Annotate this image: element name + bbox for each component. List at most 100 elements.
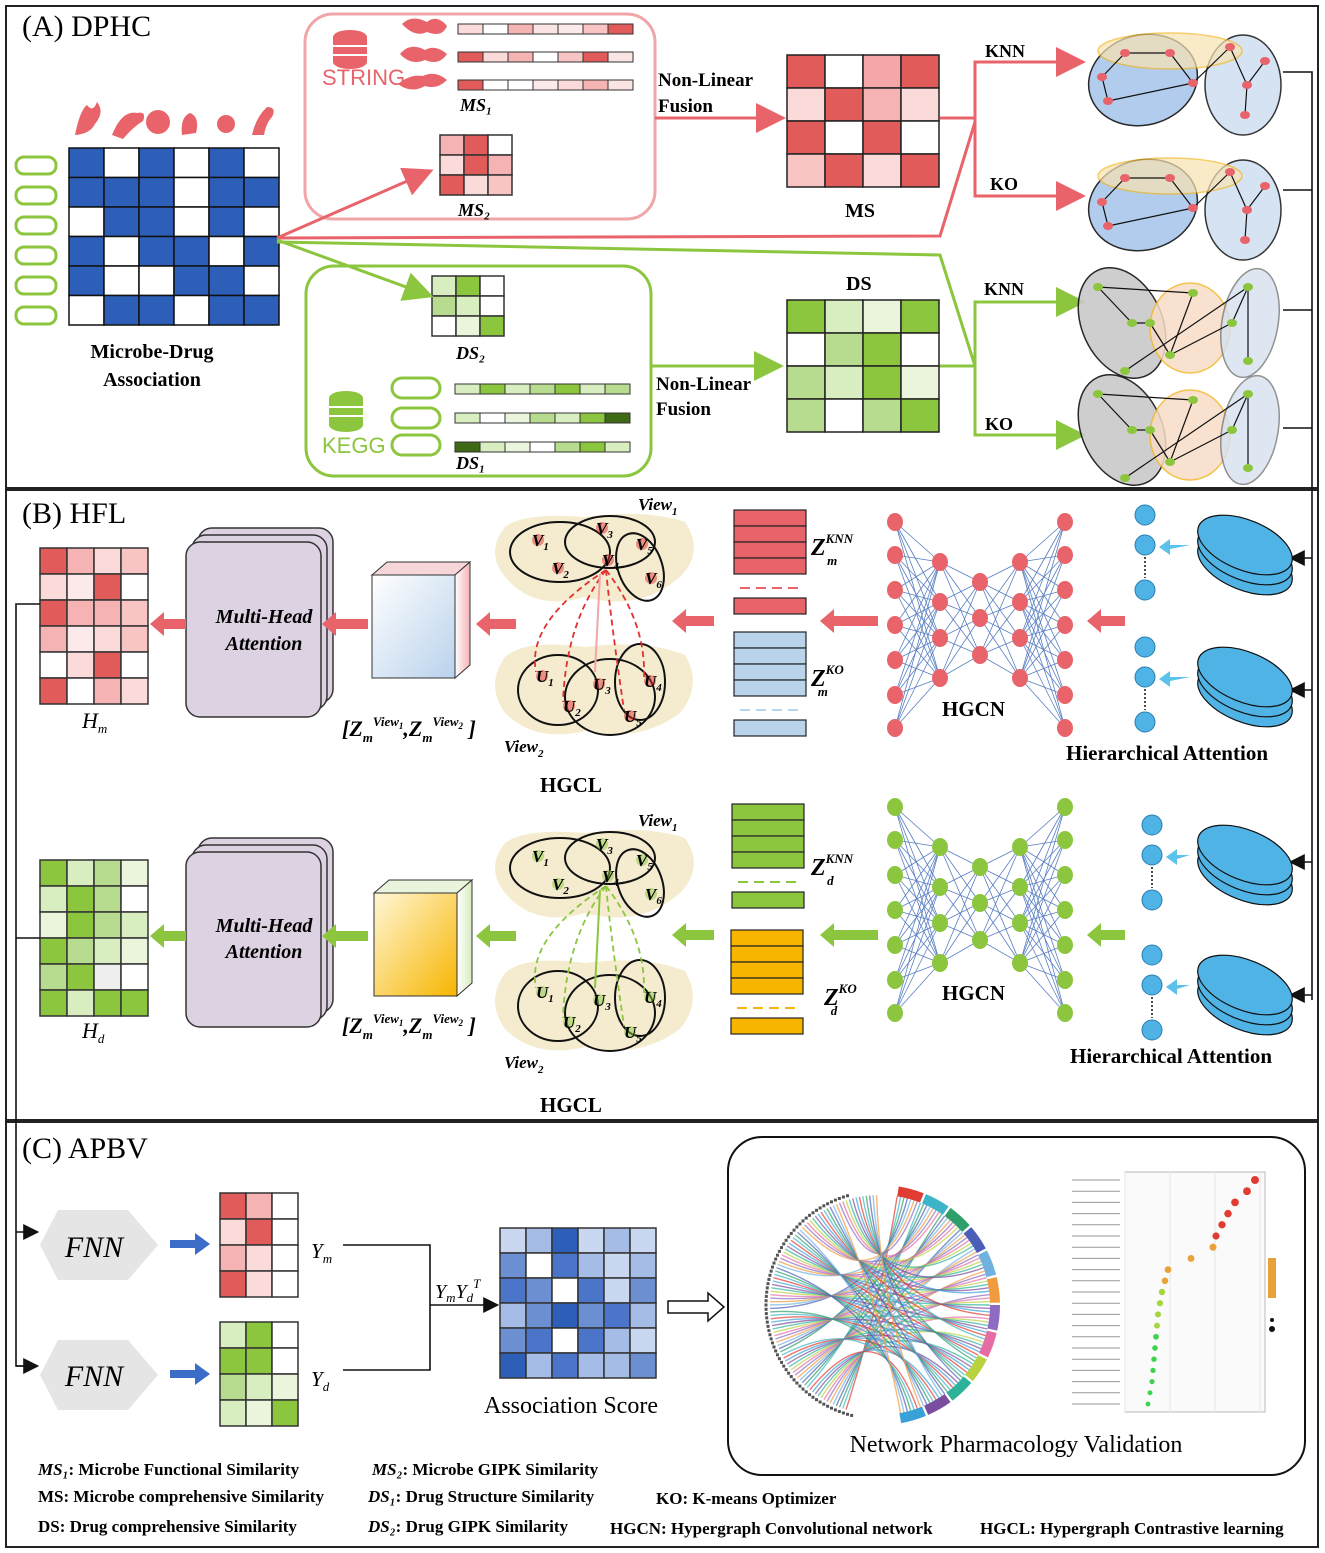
hgcn-edge — [1019, 561, 1066, 696]
hgcn-edge — [1019, 601, 1066, 661]
chord-tick — [765, 1290, 769, 1294]
hgcn-edge — [1019, 874, 1066, 964]
chord-tick — [795, 1381, 799, 1385]
assoc-label-1: Microbe-Drug — [91, 341, 214, 363]
v-node-dot — [645, 888, 657, 900]
dot-plot-area — [1124, 1171, 1266, 1413]
chord-ribbon — [820, 1211, 986, 1337]
graph-edge — [1246, 185, 1266, 211]
hgcn-edge — [939, 561, 981, 656]
association-matrix — [68, 147, 280, 326]
hgcn-edge — [979, 601, 1021, 656]
hgcn-edge — [1019, 561, 1066, 591]
panel-b-frame — [5, 489, 1319, 1121]
hgcn-edge — [1019, 624, 1066, 679]
contrast-link — [562, 885, 607, 1019]
hd-cell — [93, 885, 122, 913]
hm-cell — [66, 573, 95, 601]
hgcn-node — [1057, 1004, 1073, 1022]
z-row — [733, 719, 807, 737]
association-cell — [103, 235, 140, 267]
hgcn-node — [972, 894, 988, 912]
hgcn-edge — [1019, 806, 1066, 848]
legend-hgcn: HGCN: Hypergraph Convolutional network — [610, 1519, 933, 1538]
score-cell — [629, 1327, 657, 1354]
hier-attn-d-label: Hierarchical Attention — [1070, 1044, 1272, 1068]
z-row — [733, 631, 807, 649]
string-database-icon — [333, 30, 367, 69]
ms1-bar-cell — [457, 23, 484, 35]
graph-node — [1188, 204, 1198, 212]
score-cell — [525, 1227, 553, 1254]
ds1-bar-cell — [479, 383, 506, 395]
association-cell — [103, 176, 140, 208]
view-hyperedge — [615, 848, 665, 918]
hgcn-node — [1057, 581, 1073, 599]
graph-edge — [1107, 207, 1194, 227]
chord-tick — [822, 1402, 826, 1406]
graph-edge — [1124, 393, 1249, 479]
graph-node — [1103, 222, 1113, 230]
hgcn-node — [972, 646, 988, 664]
hgcn-m-label: HGCN — [942, 697, 1005, 721]
cuboid-d — [372, 878, 474, 998]
legend-ds2: DS₂: Drug GIPK Similarity — [368, 1517, 569, 1536]
chord-tick — [804, 1390, 808, 1394]
chord-ribbon — [799, 1229, 905, 1413]
attention-node — [1141, 1019, 1163, 1041]
yd-cell — [271, 1373, 299, 1401]
hd-cell — [93, 859, 122, 887]
hgcn-edge — [1019, 886, 1066, 946]
ms1-bar-cell — [582, 23, 609, 35]
ms-cell — [786, 153, 826, 188]
score-cell — [629, 1277, 657, 1304]
drug-capsules — [390, 376, 442, 457]
hgcn-edge — [894, 846, 941, 1014]
attention-node — [1141, 844, 1163, 866]
score-cell — [603, 1227, 631, 1254]
graph-edge — [1169, 429, 1233, 463]
hm-cell — [66, 677, 95, 705]
hgcn-edge — [1019, 554, 1066, 639]
ds1-bar-cell — [504, 441, 531, 453]
association-cell — [68, 176, 105, 208]
graph-edge — [1097, 286, 1194, 294]
ds1-bar-cell — [604, 441, 631, 453]
arrow-to-ds2 — [276, 238, 434, 301]
ds-matrix — [786, 299, 940, 433]
chord-tick — [764, 1299, 768, 1303]
chord-tick — [766, 1282, 770, 1286]
hm-cell — [120, 651, 149, 679]
hgcn-node — [887, 719, 903, 737]
hgcn-edge — [894, 601, 941, 661]
chord-ribbon — [855, 1197, 990, 1294]
hgcn-node — [972, 931, 988, 949]
contrast-link — [605, 569, 625, 711]
ds-cell — [900, 398, 940, 433]
chord-ribbon — [776, 1267, 909, 1412]
hm-cell — [39, 547, 68, 575]
hm-cell — [66, 547, 95, 575]
hgcn-node — [1057, 686, 1073, 704]
dot-plot-point — [1149, 1379, 1155, 1385]
association-cell — [243, 147, 280, 179]
chord-ribbon — [783, 1338, 937, 1401]
ms2-matrix — [439, 134, 513, 196]
score-cell — [629, 1352, 657, 1379]
multihead-m-1: Multi-Head — [215, 606, 314, 628]
chord-tick — [775, 1353, 779, 1357]
z-row — [730, 945, 804, 963]
chord-tick — [774, 1257, 778, 1261]
chord-segment — [922, 1194, 949, 1215]
hd-cell — [66, 911, 95, 939]
ds1-bar-cell — [479, 412, 506, 424]
fnn-arrows — [170, 1233, 210, 1385]
hd-cell — [39, 885, 68, 913]
chord-tick — [811, 1395, 815, 1399]
association-cell — [138, 206, 175, 238]
chord-tick — [782, 1364, 786, 1368]
z-row — [730, 929, 804, 947]
ms1-bar-cell — [532, 23, 559, 35]
graph-node — [1243, 464, 1253, 472]
